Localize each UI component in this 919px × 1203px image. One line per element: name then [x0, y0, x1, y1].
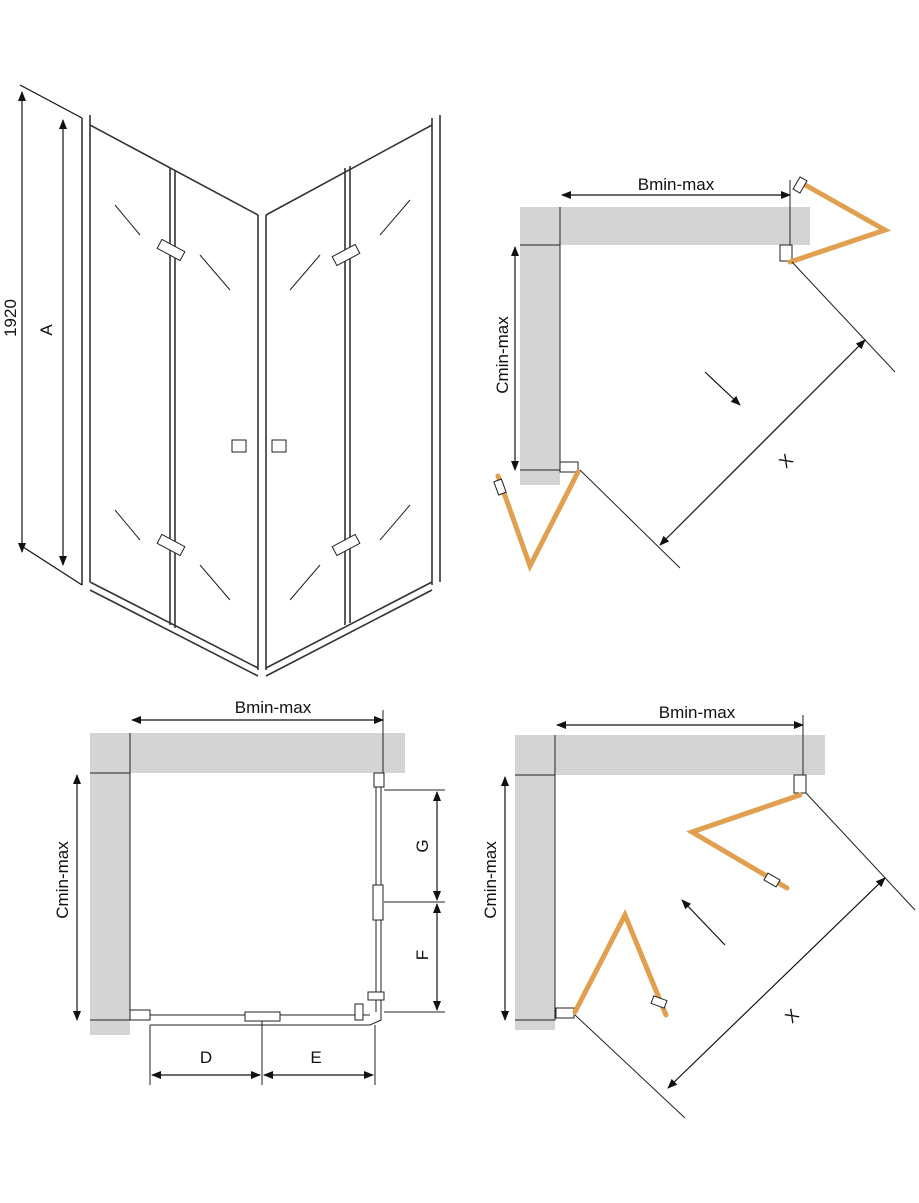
- door-leaf-left: [495, 469, 581, 573]
- a-label: A: [37, 324, 56, 336]
- height-label: 1920: [1, 299, 20, 337]
- x-label: X: [781, 1005, 802, 1026]
- e-label: E: [310, 1048, 321, 1067]
- wall: [520, 207, 810, 485]
- c-label: Cmin-max: [481, 841, 500, 919]
- glass-reflections: [114, 199, 411, 601]
- height-dimension: [18, 84, 83, 586]
- c-label: Cmin-max: [53, 841, 72, 919]
- door-knob-left: [231, 439, 247, 453]
- b-label: Bmin-max: [638, 175, 715, 194]
- c-label: Cmin-max: [493, 316, 512, 394]
- d-label: D: [200, 1048, 212, 1067]
- b-label: Bmin-max: [659, 703, 736, 722]
- direction-arrow: [704, 371, 741, 406]
- isometric-view: 1920 A: [1, 84, 441, 677]
- door-leaf-top: [686, 792, 803, 891]
- g-label: G: [413, 839, 432, 852]
- enclosure-frame: [81, 115, 441, 677]
- b-label: Bmin-max: [235, 698, 312, 717]
- plan-open-inward: Bmin-max Cmin-max X: [481, 703, 916, 1119]
- plan-closed: Bmin-max Cmin-max G F D E: [53, 698, 445, 1085]
- door-leaf-left: [572, 909, 669, 1018]
- wall: [90, 733, 405, 1035]
- hinges: [156, 238, 361, 557]
- f-label: F: [413, 950, 432, 960]
- door-knob-right: [271, 439, 287, 453]
- direction-arrow: [681, 899, 726, 946]
- door-leaf-top: [787, 179, 892, 265]
- x-label: X: [775, 450, 796, 471]
- wall: [515, 735, 825, 1030]
- plan-open-outward: Bmin-max Cmin-max X: [493, 175, 896, 573]
